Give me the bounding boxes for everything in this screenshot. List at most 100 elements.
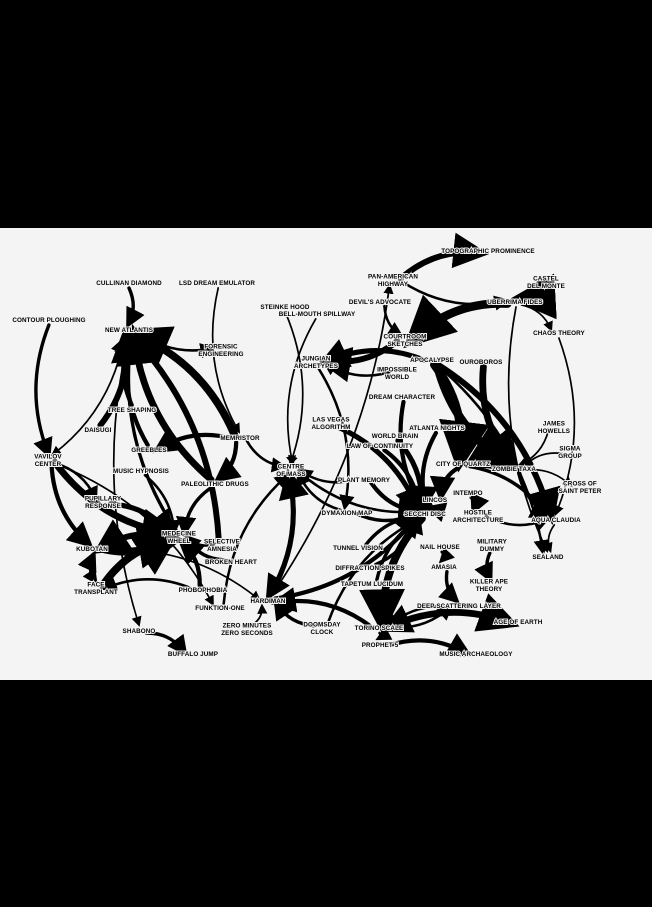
node-label: ALGORITHM (311, 424, 350, 431)
node-label: PUPILLARY (85, 496, 122, 503)
node-label: SKETCHES (387, 341, 422, 348)
node-label: GROUP (558, 453, 582, 460)
node-label-halo: NEW ATLANTIS (105, 327, 153, 334)
node-label: WORLD BRAIN (372, 433, 419, 440)
node-label-halo: DEVIL'S ADVOCATE (349, 299, 411, 306)
edge-impossible-world-to-jungian-archetypes (322, 360, 391, 377)
node-label: TOPOGRAPHIC PROMINENCE (441, 248, 534, 255)
node-label-halo: DUMMY (480, 546, 505, 553)
edge-lsd-dream-emulator-to-memristor (211, 287, 241, 434)
node-label-halo: JUNGIAN (301, 356, 330, 363)
node-label: CITY OF QUARTZ (436, 461, 490, 468)
edge-memristor-to-greebles (152, 428, 235, 454)
node-label: STEINKE HOOD (260, 304, 309, 311)
node-label-halo: CULLINAN DIAMOND (96, 280, 162, 287)
edge-memristor-to-centre-of-mass (245, 439, 288, 473)
edge-doomsday-clock-to-secchi-disc (326, 517, 423, 626)
node-label: DAISUGI (85, 427, 112, 434)
edge-chaos-theory-to-aqua-claudia (554, 337, 576, 516)
edge-uberrima-fides-to-courtroom-sketches (403, 294, 512, 349)
edge-zero-minutes-zero-seconds-to-hardiman (250, 603, 268, 626)
node-label: TRANSPLANT (74, 589, 118, 596)
node-label: BELL-MOUTH SPILLWAY (279, 311, 356, 318)
edge-law-of-continuity-to-secchi-disc (382, 448, 430, 516)
node-label-halo: SKETCHES (387, 341, 422, 348)
node-label-halo: CASTEL (533, 276, 559, 283)
node-label-halo: HIGHWAY (378, 281, 409, 288)
node-label-halo: SIGMA (559, 446, 580, 453)
node-label-halo: TAPETUM LUCIDUM (341, 581, 403, 588)
node-label: TUNNEL VISION (333, 545, 383, 552)
node-label-halo: CROSS OF (563, 481, 597, 488)
edge-new-atlantis-to-shabono (112, 334, 142, 627)
edge-plant-memory-to-centre-of-mass (297, 468, 358, 484)
edge-military-dummy-to-killer-ape-theory (474, 548, 494, 584)
node-label: AMASIA (431, 564, 457, 571)
edge-vavilov-center-to-funktion-one (53, 462, 214, 607)
node-label: FUNKTION-ONE (195, 605, 244, 612)
edge-intempo-to-hostile-architecture (469, 492, 490, 516)
node-label: DIFFRACTION SPIKES (335, 565, 404, 572)
node-label-halo: HARDIMAN (250, 598, 285, 605)
node-label: DYMAXION MAP (322, 510, 373, 517)
node-label-halo: STEINKE HOOD (260, 304, 309, 311)
node-label: MEDECINE (162, 531, 196, 538)
edge-prophet-5-to-music-archaeology (385, 633, 473, 658)
edge-atlanta-nights-to-secchi-disc (409, 430, 439, 515)
node-label: CROSS OF (563, 481, 597, 488)
node-label: PALEOLITHIC DRUGS (181, 481, 249, 488)
node-label-halo: LAW OF CONTINUITY (347, 443, 414, 450)
node-label: PROPHET 5 (362, 642, 399, 649)
node-label: SAINT PETER (559, 488, 602, 495)
edge-selective-amnesia-to-new-atlantis (125, 328, 222, 544)
node-label: HARDIMAN (250, 598, 285, 605)
node-label: OF MASS (276, 471, 305, 478)
node-label: CENTER (35, 461, 62, 468)
node-label: LAW OF CONTINUITY (347, 443, 414, 450)
edge-bell-mouth-spillway-to-centre-of-mass (286, 318, 317, 467)
node-label-halo: ZERO MINUTES (223, 623, 272, 630)
edge-apocalypse-to-aqua-claudia (433, 361, 561, 525)
node-label: DOOMSDAY (303, 622, 341, 629)
node-label: AQUA CLAUDIA (531, 517, 581, 524)
node-label-halo: COURTROOM (384, 334, 427, 341)
node-label: APOCALYPSE (410, 357, 454, 364)
node-label-halo: CHAOS THEORY (533, 330, 585, 337)
node-label-halo: SHABONO (123, 628, 156, 635)
node-label-halo: GROUP (558, 453, 582, 460)
edge-memristor-to-paleolithic-drugs (213, 440, 242, 483)
edge-shabono-to-buffalo-jump (144, 631, 188, 657)
node-label-halo: IMPOSSIBLE (377, 367, 417, 374)
node-label: DEVIL'S ADVOCATE (349, 299, 411, 306)
node-label-halo: ARCHETYPES (294, 363, 338, 370)
node-label: CASTEL (533, 276, 559, 283)
node-label-halo: MILITARY (477, 539, 508, 546)
node-label: JAMES (543, 421, 565, 428)
node-label: KUBOTAN (76, 546, 108, 553)
node-label: LAS VEGAS (312, 417, 349, 424)
node-label-halo: PHOBOPHOBIA (179, 587, 228, 594)
